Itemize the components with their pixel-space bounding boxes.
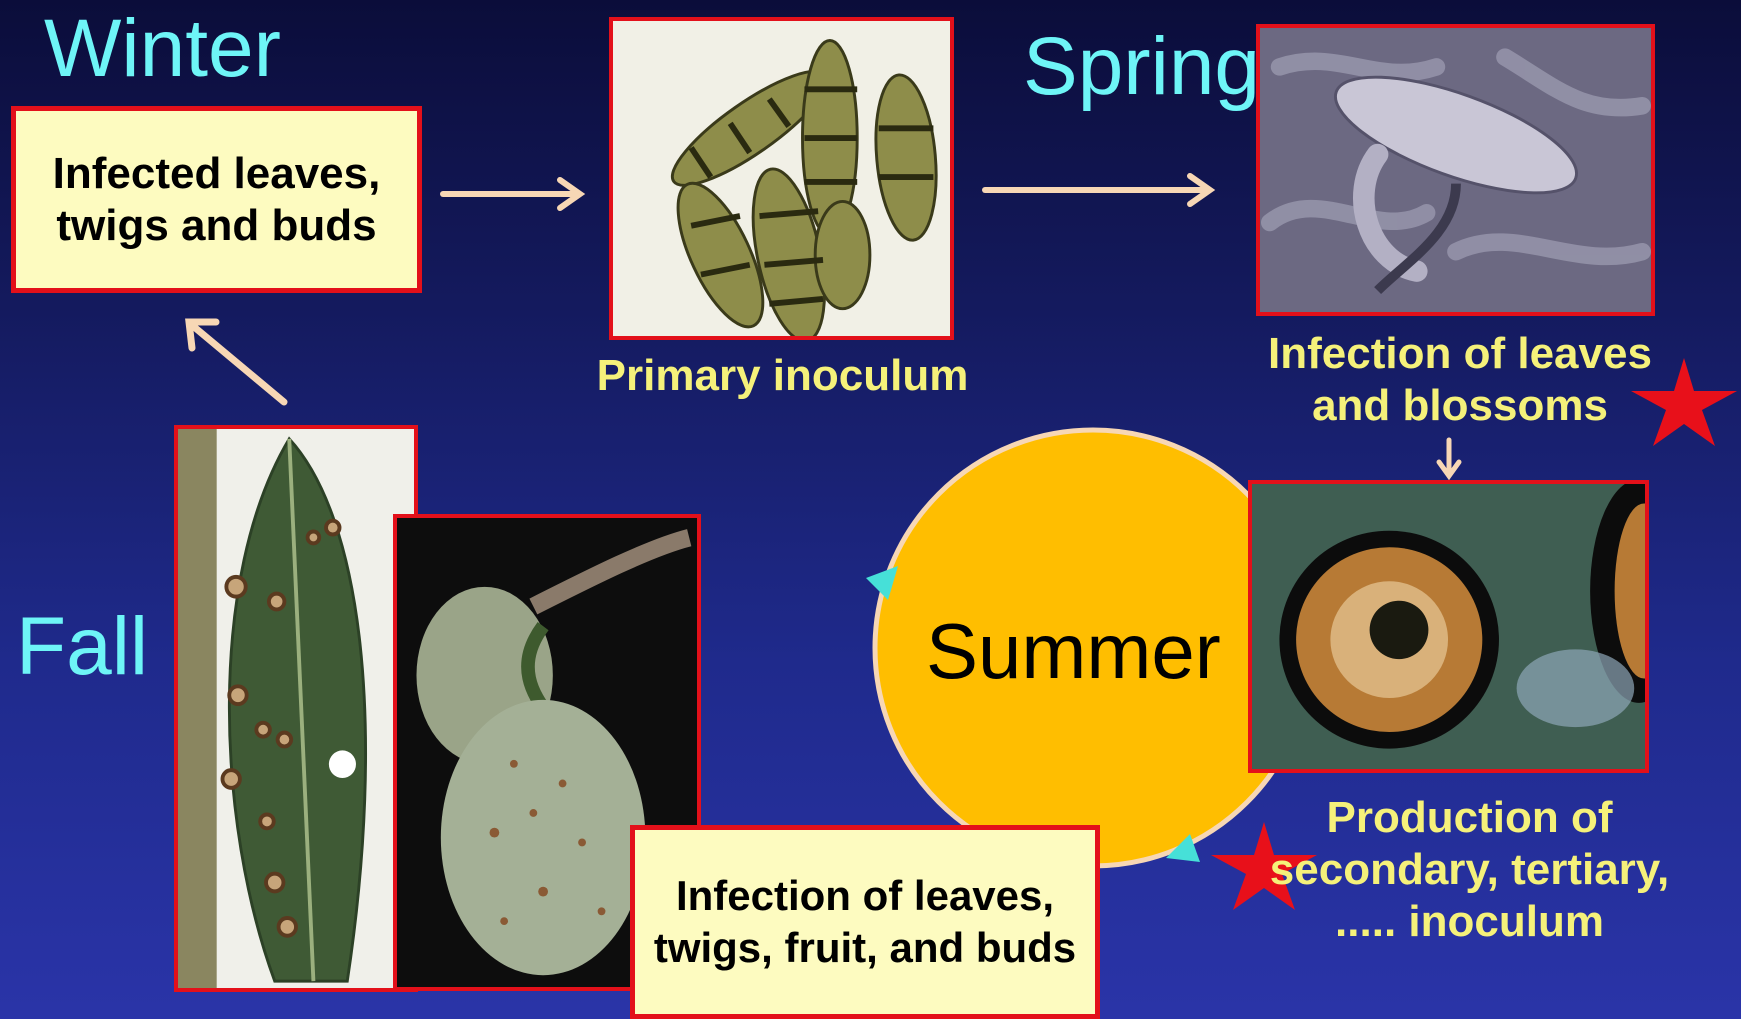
primary-inoculum-photo: [609, 17, 954, 340]
season-fall: Fall: [16, 606, 148, 688]
caption-spring-infection: Infection of leaves and blossoms: [1236, 328, 1684, 432]
season-winter: Winter: [44, 8, 281, 90]
fall-infection-box: Infection of leaves, twigs, fruit, and b…: [630, 825, 1100, 1019]
fall-leaf-photo: [174, 425, 418, 992]
winter-infected-box: Infected leaves, twigs and buds: [11, 106, 422, 293]
arrow-fall-to-winter: [189, 322, 284, 402]
caption-production: Production of secondary, tertiary, .....…: [1252, 792, 1687, 948]
season-spring: Spring: [1023, 26, 1260, 108]
arrow-spring-to-production: [1439, 440, 1459, 476]
caption-primary-inoculum: Primary inoculum: [570, 350, 995, 402]
lesion-photo: [1248, 480, 1649, 773]
spring-infection-photo: [1256, 24, 1655, 316]
arrow-primary-to-spring: [985, 176, 1210, 204]
season-summer: Summer: [926, 612, 1221, 690]
arrow-winter-to-primary: [443, 180, 580, 208]
